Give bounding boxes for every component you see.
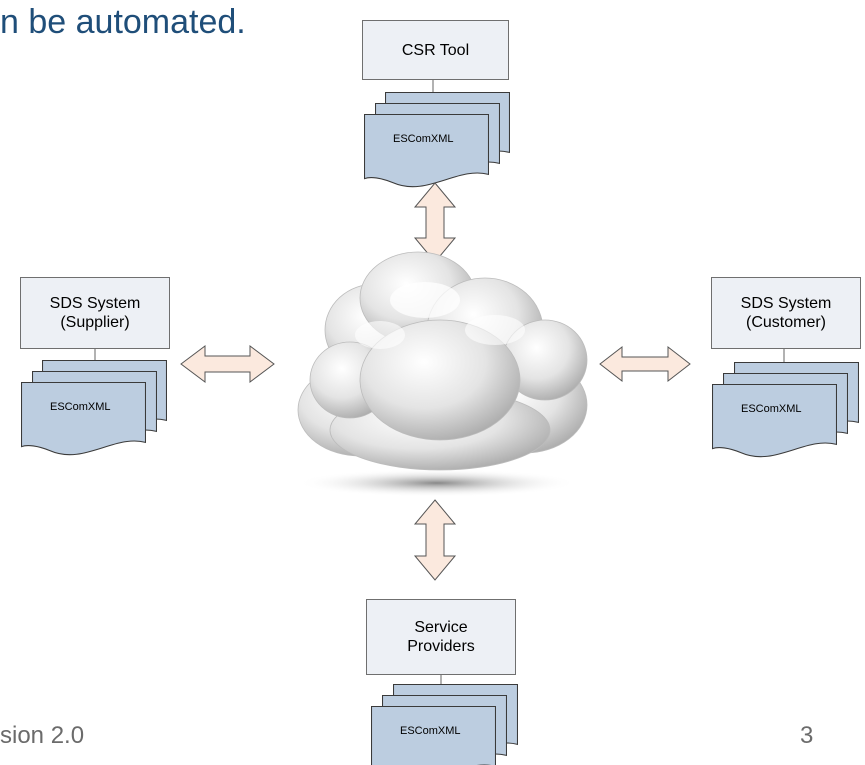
sds-supplier-label-line2: (Supplier) — [60, 314, 130, 331]
slide-title: n be automated. — [0, 3, 246, 41]
csr-tool-box: CSR Tool — [362, 20, 509, 80]
double-arrow-icon-bottom — [413, 499, 457, 581]
sds-supplier-document-label: ESComXML — [50, 401, 111, 413]
sds-supplier-label-line1: SDS System — [49, 295, 141, 312]
service-providers-document-label: ESComXML — [400, 725, 461, 737]
sds-customer-label-line2: (Customer) — [745, 314, 826, 331]
csr-tool-document-label: ESComXML — [393, 133, 454, 145]
service-providers-box: Service Providers — [366, 599, 516, 675]
sds-customer-box: SDS System (Customer) — [711, 277, 861, 349]
double-arrow-icon-left — [180, 345, 275, 383]
double-arrow-icon-top — [413, 182, 457, 263]
sds-customer-label-line1: SDS System — [740, 295, 832, 312]
service-providers-label-line2: Providers — [407, 638, 475, 655]
sds-customer-document-label: ESComXML — [741, 403, 802, 415]
sds-supplier-box: SDS System (Supplier) — [20, 277, 170, 349]
footer-version: sion 2.0 — [0, 722, 85, 749]
service-providers-label-line1: Service — [414, 619, 468, 636]
cloud-icon — [297, 251, 588, 497]
double-arrow-icon-right — [599, 345, 691, 383]
page-number: 3 — [800, 722, 814, 749]
csr-tool-label: CSR Tool — [401, 41, 470, 59]
